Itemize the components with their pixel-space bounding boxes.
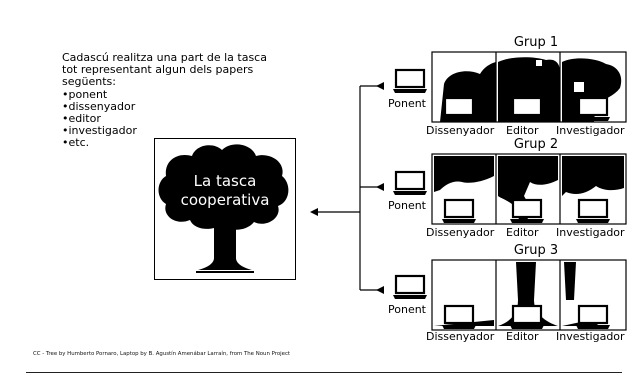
intro-line-3: següents: [62, 75, 116, 89]
group-1-ponent-label: Ponent [388, 97, 426, 110]
intro-line-2: tot representant algun dels papers [62, 63, 254, 77]
group-1-role-dissenyador: Dissenyador [426, 124, 495, 137]
branch-arrows [360, 82, 384, 294]
center-tree-icon [158, 144, 289, 273]
group-2-role-investigador: Investigador [556, 226, 625, 239]
role-list-item: investigador [62, 125, 292, 137]
role-list-item: dissenyador [62, 100, 292, 113]
laptop-icon [391, 170, 429, 197]
laptop-icon [508, 304, 546, 331]
laptop-icon [391, 274, 429, 301]
group-1-role-editor: Editor [506, 124, 539, 137]
group-1-title: Grup 1 [513, 35, 559, 50]
center-title: La tasca cooperativa [154, 172, 296, 210]
group-3-ponent-label: Ponent [388, 303, 426, 316]
laptop-icon [508, 198, 546, 225]
group-3-role-investigador: Investigador [556, 330, 625, 343]
group-2-role-editor: Editor [506, 226, 539, 239]
group-1-role-investigador: Investigador [556, 124, 625, 137]
group-2-ponent-label: Ponent [388, 199, 426, 212]
laptop-icon [574, 96, 612, 123]
group-2-title: Grup 2 [513, 137, 559, 152]
center-title-line-2: cooperativa [180, 191, 270, 209]
center-frame [154, 138, 296, 280]
bottom-divider [26, 372, 622, 373]
laptop-icon [508, 96, 546, 123]
role-list-item: ponent [62, 88, 292, 101]
group-3-role-dissenyador: Dissenyador [426, 330, 495, 343]
center-title-line-1: La tasca [193, 172, 257, 190]
laptop-icon [440, 198, 478, 225]
role-list-item: etc. [62, 137, 292, 149]
main-arrow [310, 208, 360, 216]
laptop-icon [440, 304, 478, 331]
role-list-item: editor [62, 112, 292, 125]
group-2-role-dissenyador: Dissenyador [426, 226, 495, 239]
intro-text: Cadascú realitza una part de la tasca to… [62, 51, 292, 150]
role-list: ponent dissenyador editor investigador e… [62, 88, 292, 150]
laptop-icon [574, 304, 612, 331]
credit-text: CC - Tree by Humberto Pornaro, Laptop by… [33, 351, 291, 357]
group-3-title: Grup 3 [513, 243, 559, 258]
group-3-role-editor: Editor [506, 330, 539, 343]
intro-line-1: Cadascú realitza una part de la tasca [62, 51, 267, 64]
laptop-icon [574, 198, 612, 225]
laptop-icon [391, 68, 429, 95]
laptop-icon [440, 96, 478, 123]
